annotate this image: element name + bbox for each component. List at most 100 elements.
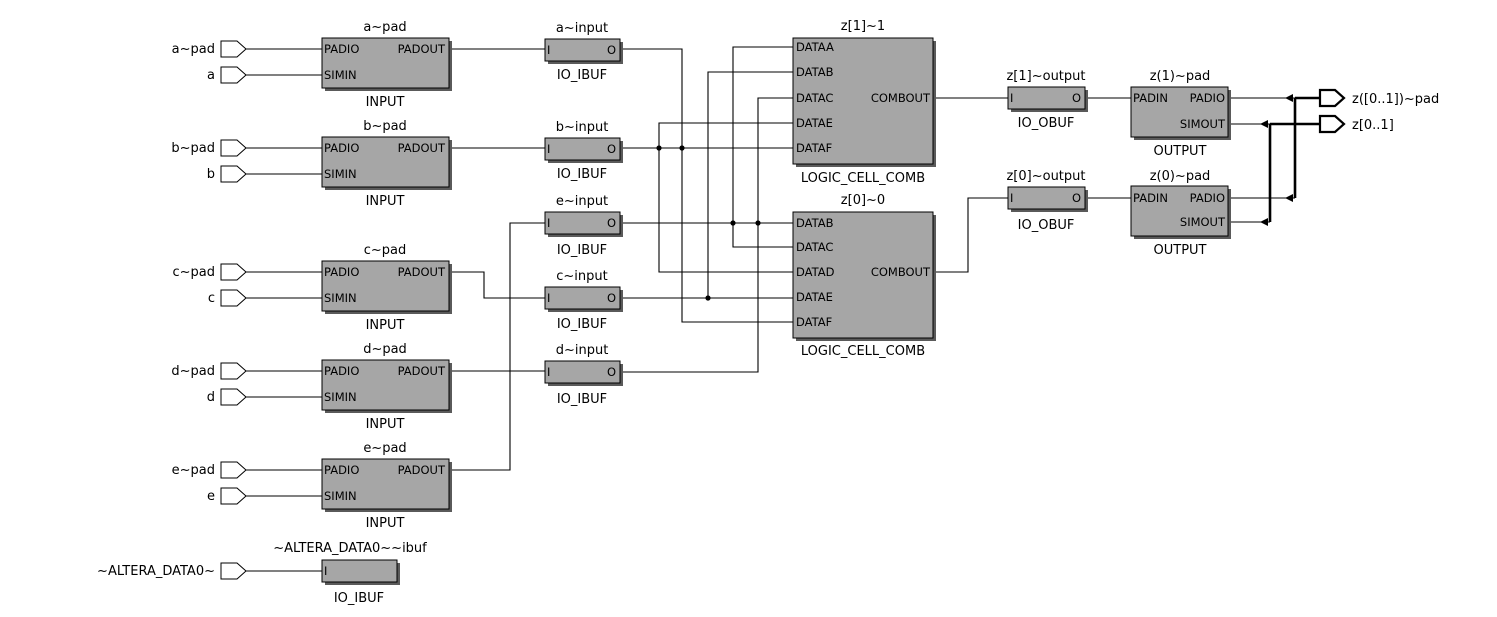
pad-d-simin: SIMIN bbox=[324, 390, 357, 404]
ibuf-b-type: IO_IBUF bbox=[557, 167, 607, 182]
input-c-label: c bbox=[208, 291, 215, 306]
logic-cell-z0[interactable]: z[0]~0 DATAB DATAC DATAD DATAE DATAF COM… bbox=[792, 193, 936, 359]
pad-d-padio: PADIO bbox=[324, 364, 359, 378]
output-pad-label: z([0..1])~pad bbox=[1352, 92, 1439, 107]
lcell-z1-dataf: DATAF bbox=[796, 141, 832, 155]
pad-c-name: c~pad bbox=[364, 243, 407, 258]
input-e-label: e bbox=[207, 489, 215, 504]
lcell-z1-combout: COMBOUT bbox=[871, 91, 931, 105]
ibuf-c[interactable]: c~input I O IO_IBUF bbox=[544, 269, 623, 332]
obuf-z0[interactable]: z[0]~output I O IO_OBUF bbox=[1006, 169, 1088, 233]
input-port-labels: a~pad a b~pad b c~pad c d~pad d e~pad e … bbox=[97, 42, 215, 579]
ibuf-b[interactable]: b~input I O IO_IBUF bbox=[544, 120, 623, 182]
pad-e-simin: SIMIN bbox=[324, 489, 357, 503]
input-pad-c[interactable]: c~pad PADIO PADOUT SIMIN INPUT bbox=[321, 243, 452, 333]
ibuf-e-name: e~input bbox=[556, 194, 608, 209]
obuf-z0-pin-i: I bbox=[1010, 191, 1013, 205]
output-pad-z1[interactable]: z(1)~pad PADIN PADIO SIMOUT OUTPUT bbox=[1130, 69, 1231, 159]
wires bbox=[246, 46, 1295, 572]
ibuf-d-pin-i: I bbox=[547, 365, 550, 379]
pad-d-padout: PADOUT bbox=[398, 364, 446, 378]
ibuf-a-pin-i: I bbox=[547, 43, 550, 57]
pad-e-type: INPUT bbox=[366, 516, 405, 531]
ibuf-c-pin-i: I bbox=[547, 291, 550, 305]
input-pad-d[interactable]: d~pad PADIO PADOUT SIMIN INPUT bbox=[321, 342, 452, 432]
output-port-pad[interactable] bbox=[1318, 88, 1346, 108]
output-z-label: z[0..1] bbox=[1352, 118, 1394, 133]
junction-dots bbox=[656, 145, 761, 301]
pad-b-name: b~pad bbox=[363, 119, 407, 134]
outpad-z0-simout: SIMOUT bbox=[1180, 215, 1226, 229]
pad-b-simin: SIMIN bbox=[324, 167, 357, 181]
ibuf-altera-type: IO_IBUF bbox=[334, 591, 384, 606]
ibuf-altera[interactable]: ~ALTERA_DATA0~~ibuf I IO_IBUF bbox=[273, 541, 427, 606]
input-pad-b[interactable]: b~pad PADIO PADOUT SIMIN INPUT bbox=[321, 119, 452, 209]
pad-c-simin: SIMIN bbox=[324, 291, 357, 305]
ibuf-a-name: a~input bbox=[556, 21, 608, 36]
pad-a-simin: SIMIN bbox=[324, 68, 357, 82]
outpad-z0-padio: PADIO bbox=[1190, 191, 1225, 205]
input-altera-label: ~ALTERA_DATA0~ bbox=[97, 564, 215, 579]
outpad-z1-padin: PADIN bbox=[1133, 91, 1168, 105]
outpad-z1-padio: PADIO bbox=[1190, 91, 1225, 105]
ibuf-altera-pin-i: I bbox=[324, 564, 327, 578]
lcell-z0-combout: COMBOUT bbox=[871, 265, 931, 279]
pad-e-name: e~pad bbox=[363, 441, 406, 456]
input-b-label: b bbox=[207, 167, 215, 182]
outpad-z0-name: z(0)~pad bbox=[1150, 169, 1211, 184]
input-pad-e[interactable]: e~pad PADIO PADOUT SIMIN INPUT bbox=[321, 441, 452, 531]
ibuf-c-pin-o: O bbox=[607, 291, 616, 305]
ibuf-d-pin-o: O bbox=[607, 365, 616, 379]
pad-c-padio: PADIO bbox=[324, 265, 359, 279]
outpad-z1-simout: SIMOUT bbox=[1180, 117, 1226, 131]
input-e-pad-label: e~pad bbox=[172, 463, 215, 478]
output-port-z[interactable] bbox=[1318, 114, 1346, 134]
ibuf-a-pin-o: O bbox=[607, 43, 616, 57]
logic-cell-z1[interactable]: z[1]~1 DATAA DATAB DATAC DATAE DATAF COM… bbox=[792, 19, 936, 186]
lcell-z0-type: LOGIC_CELL_COMB bbox=[801, 344, 925, 359]
pad-e-padio: PADIO bbox=[324, 463, 359, 477]
obuf-z0-name: z[0]~output bbox=[1006, 169, 1085, 184]
obuf-z0-type: IO_OBUF bbox=[1018, 218, 1075, 233]
output-ports: z([0..1])~pad z[0..1] bbox=[1318, 88, 1439, 134]
ibuf-a-type: IO_IBUF bbox=[557, 68, 607, 83]
obuf-z1-pin-i: I bbox=[1010, 91, 1013, 105]
input-a-label: a bbox=[207, 68, 215, 83]
ibuf-d-name: d~input bbox=[556, 343, 609, 358]
pad-e-padout: PADOUT bbox=[398, 463, 446, 477]
ibuf-e-pin-o: O bbox=[607, 216, 616, 230]
output-pad-z0[interactable]: z(0)~pad PADIN PADIO SIMOUT OUTPUT bbox=[1130, 169, 1231, 258]
ibuf-d[interactable]: d~input I O IO_IBUF bbox=[544, 343, 623, 407]
pad-a-type: INPUT bbox=[366, 95, 405, 110]
ibuf-e-type: IO_IBUF bbox=[557, 243, 607, 258]
lcell-z0-datab: DATAB bbox=[796, 216, 834, 230]
outpad-z1-name: z(1)~pad bbox=[1150, 69, 1211, 84]
ibuf-a[interactable]: a~input I O IO_IBUF bbox=[544, 21, 623, 83]
lcell-z1-datae: DATAE bbox=[796, 116, 833, 130]
pad-a-padio: PADIO bbox=[324, 42, 359, 56]
pad-c-type: INPUT bbox=[366, 318, 405, 333]
ibuf-c-type: IO_IBUF bbox=[557, 317, 607, 332]
outpad-z0-padin: PADIN bbox=[1133, 191, 1168, 205]
pad-b-padout: PADOUT bbox=[398, 141, 446, 155]
pad-c-padout: PADOUT bbox=[398, 265, 446, 279]
lcell-z0-datae: DATAE bbox=[796, 290, 833, 304]
pad-d-type: INPUT bbox=[366, 417, 405, 432]
ibuf-b-name: b~input bbox=[556, 120, 609, 135]
obuf-z1[interactable]: z[1]~output I O IO_OBUF bbox=[1006, 69, 1088, 131]
ibuf-e[interactable]: e~input I O IO_IBUF bbox=[544, 194, 623, 258]
lcell-z1-datab: DATAB bbox=[796, 65, 834, 79]
ibuf-c-name: c~input bbox=[556, 269, 607, 284]
outpad-z1-type: OUTPUT bbox=[1154, 144, 1207, 159]
input-ports bbox=[220, 40, 247, 580]
pad-a-name: a~pad bbox=[363, 20, 406, 35]
obuf-z1-pin-o: O bbox=[1072, 91, 1081, 105]
obuf-z1-name: z[1]~output bbox=[1006, 69, 1085, 84]
output-buses bbox=[1260, 94, 1320, 226]
lcell-z0-name: z[0]~0 bbox=[841, 193, 885, 208]
pad-d-name: d~pad bbox=[363, 342, 407, 357]
outpad-z0-type: OUTPUT bbox=[1154, 243, 1207, 258]
input-pad-a[interactable]: a~pad PADIO PADOUT SIMIN INPUT bbox=[321, 20, 452, 110]
pad-b-padio: PADIO bbox=[324, 141, 359, 155]
